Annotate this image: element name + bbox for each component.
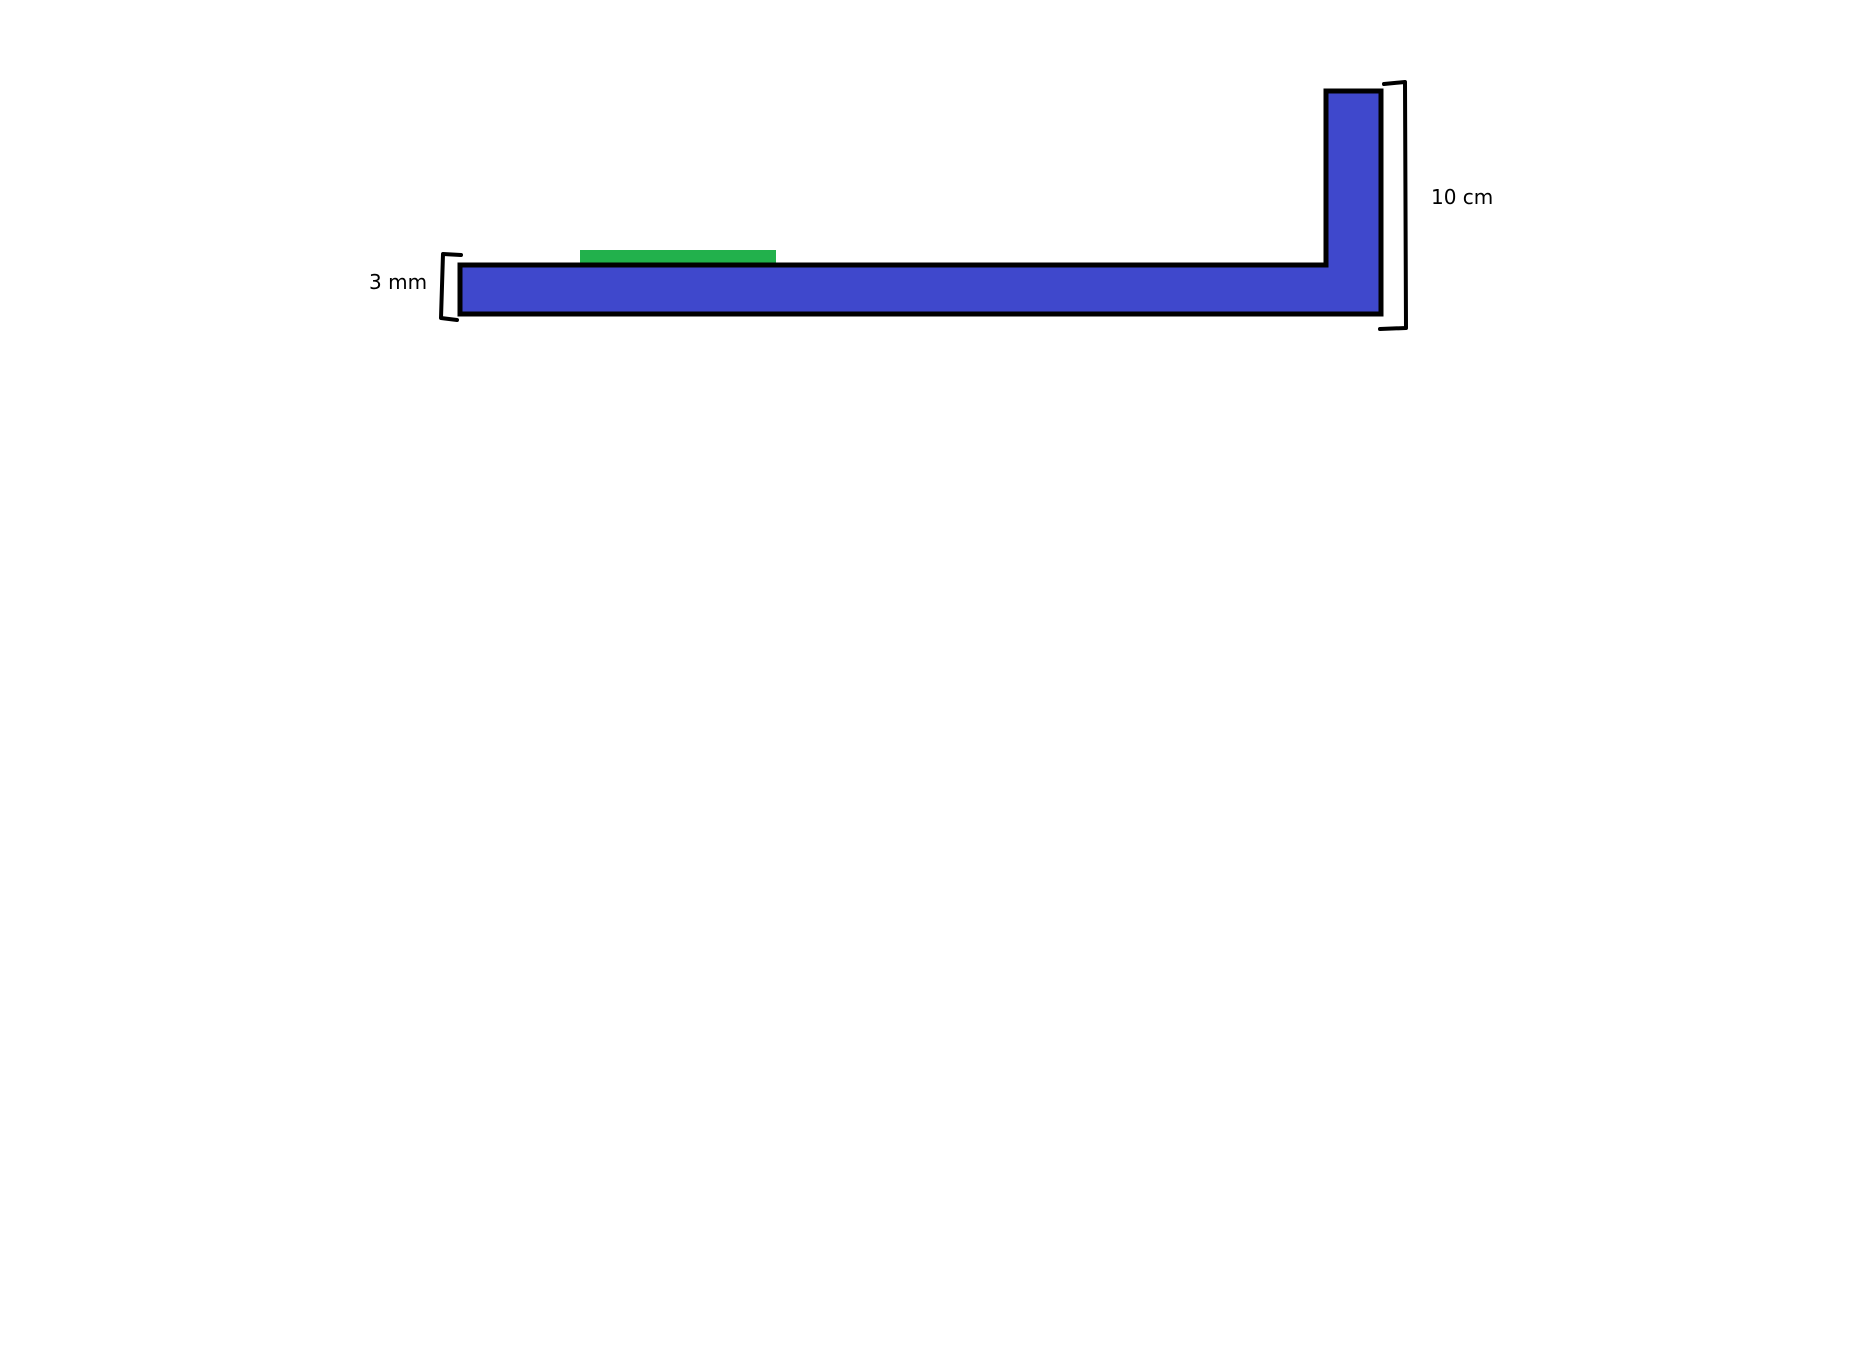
thickness-label: 3 mm — [369, 270, 427, 294]
height-bracket — [1378, 80, 1408, 331]
green-strip — [580, 250, 776, 265]
thickness-bracket — [439, 252, 463, 322]
l-shaped-profile — [457, 88, 1384, 317]
height-label: 10 cm — [1431, 185, 1493, 209]
